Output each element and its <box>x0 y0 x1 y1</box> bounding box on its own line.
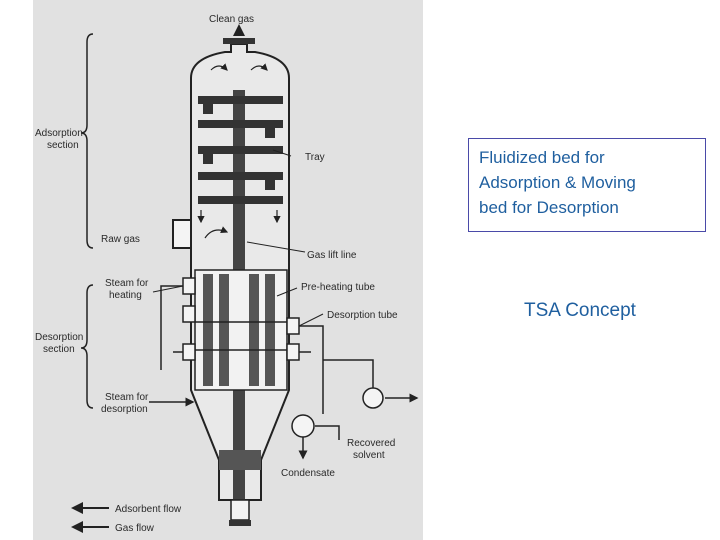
condenser <box>292 415 314 437</box>
label-steam-heating: Steam for <box>105 278 149 289</box>
desorption-tube-bank <box>195 270 287 390</box>
tsa-column-diagram: Clean gas Adsorption section Tray Raw ga… <box>33 0 423 540</box>
label-steam-desorption-2: desorption <box>101 404 148 415</box>
label-tray: Tray <box>305 152 325 163</box>
raw-gas-inlet <box>173 220 191 248</box>
label-clean-gas: Clean gas <box>209 14 254 25</box>
label-raw-gas: Raw gas <box>101 234 140 245</box>
label-adsorbent-flow: Adsorbent flow <box>115 504 182 515</box>
label-desorption-tube: Desorption tube <box>327 310 398 321</box>
label-adsorption-section-2: section <box>47 140 79 151</box>
label-gas-flow: Gas flow <box>115 523 155 534</box>
label-adsorption-section: Adsorption <box>35 128 83 139</box>
label-desorption-section: Desorption <box>35 332 83 343</box>
callout-box: Fluidized bed for Adsorption & Moving be… <box>468 138 706 232</box>
label-recovered-solvent: Recovered <box>347 438 395 449</box>
label-steam-heating-2: heating <box>109 290 142 301</box>
callout-text: Fluidized bed for Adsorption & Moving be… <box>479 145 701 220</box>
solvent-pump <box>363 388 383 408</box>
label-pre-heating-tube: Pre-heating tube <box>301 282 375 293</box>
clean-gas-nozzle <box>223 38 255 44</box>
label-gas-lift-line: Gas lift line <box>307 250 357 261</box>
concept-title: TSA Concept <box>470 300 690 322</box>
label-desorption-section-2: section <box>43 344 75 355</box>
label-condensate: Condensate <box>281 468 335 479</box>
label-steam-desorption: Steam for <box>105 392 149 403</box>
label-recovered-solvent-2: solvent <box>353 450 385 461</box>
